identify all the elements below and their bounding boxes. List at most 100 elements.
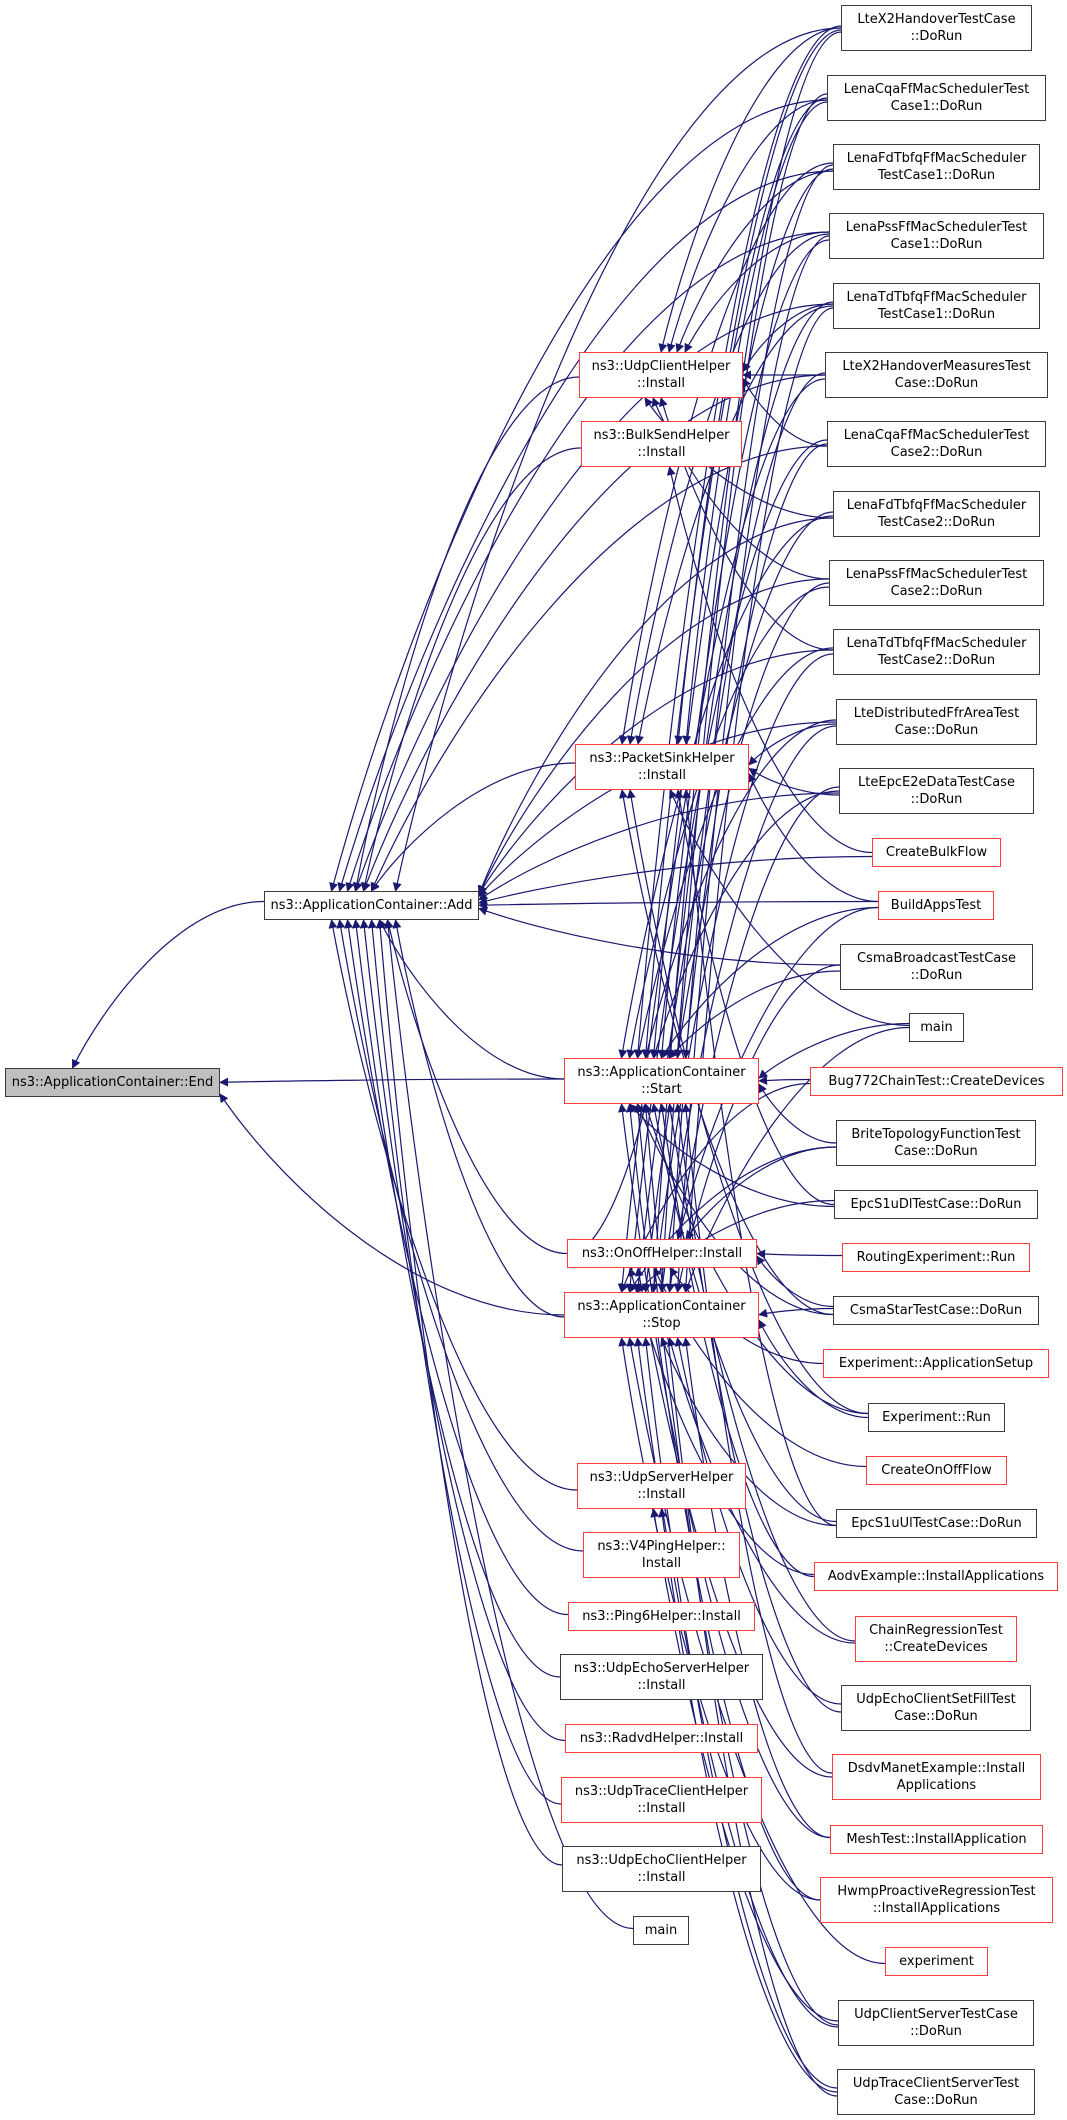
node-lenapss2[interactable]: LenaPssFfMacSchedulerTest Case2::DoRun [829,560,1044,606]
edge-ltedistffr-to-start [643,719,837,1059]
node-routingexp[interactable]: RoutingExperiment::Run [842,1243,1030,1272]
node-label: ns3::ApplicationContainer ::Stop [577,1299,746,1331]
node-udpechoclient[interactable]: ns3::UdpEchoClientHelper ::Install [562,1846,761,1892]
edge-main_right-to-start [758,1022,910,1079]
node-stop[interactable]: ns3::ApplicationContainer ::Stop [564,1292,759,1338]
edge-lenatd2-to-stop [650,653,834,1293]
node-exprun[interactable]: Experiment::Run [868,1403,1005,1432]
edge-bug772-to-start [758,1075,811,1085]
node-chainreg[interactable]: ChainRegressionTest ::CreateDevices [855,1616,1017,1662]
node-udpclientserver[interactable]: UdpClientServerTestCase ::DoRun [838,2000,1034,2046]
edge-start-to-end [219,1077,565,1087]
node-ltex2[interactable]: LteX2HandoverTestCase ::DoRun [841,5,1032,51]
edge-routingexp-to-onoff [756,1249,843,1259]
edge-csmabroadcast-to-start [668,970,841,1059]
node-label: HwmpProactiveRegressionTest ::InstallApp… [837,1884,1036,1916]
node-lteepce2e[interactable]: LteEpcE2eDataTestCase ::DoRun [839,768,1034,814]
node-createbulkflow[interactable]: CreateBulkFlow [872,838,1001,867]
node-createonoff[interactable]: CreateOnOffFlow [866,1456,1007,1485]
node-label: CsmaBroadcastTestCase ::DoRun [856,951,1017,983]
node-v4ping[interactable]: ns3::V4PingHelper:: Install [583,1532,740,1578]
node-radvd[interactable]: ns3::RadvdHelper::Install [565,1724,758,1753]
edge-ltex2meas-to-stop [617,378,826,1293]
node-label: Experiment::Run [882,1410,991,1425]
edge-buildappstest-to-add [478,900,879,910]
node-bulksend[interactable]: ns3::BulkSendHelper ::Install [581,421,742,467]
node-lenacqa1[interactable]: LenaCqaFfMacSchedulerTest Case1::DoRun [827,75,1046,121]
node-epcs1uul[interactable]: EpcS1uUlTestCase::DoRun [836,1509,1037,1538]
node-ltex2meas[interactable]: LteX2HandoverMeasuresTest Case::DoRun [825,352,1048,398]
edge-onoff-to-start [566,1103,649,1257]
edge-lenapss1-to-packetsink [626,233,830,745]
edge-dsdv-to-onoff [634,1267,833,1778]
node-experiment[interactable]: experiment [885,1947,988,1976]
node-label: ns3::ApplicationContainer::End [11,1075,214,1090]
node-udptraceclientserver[interactable]: UdpTraceClientServerTest Case::DoRun [837,2069,1035,2115]
edge-start-to-add [378,919,565,1080]
edge-exprun-to-stop [758,1319,869,1419]
node-label: UdpClientServerTestCase ::DoRun [854,2007,1018,2039]
node-meshtest[interactable]: MeshTest::InstallApplication [830,1825,1043,1854]
node-label: LteX2HandoverMeasuresTest Case::DoRun [842,359,1031,391]
node-label: Bug772ChainTest::CreateDevices [828,1074,1045,1089]
node-label: LteEpcE2eDataTestCase ::DoRun [858,775,1015,807]
edge-lenapss2-to-stop [641,582,830,1293]
node-onoff[interactable]: ns3::OnOffHelper::Install [567,1239,757,1268]
node-csmabroadcast[interactable]: CsmaBroadcastTestCase ::DoRun [840,944,1033,990]
edge-packetsink-to-add [370,762,576,892]
edge-udptraceclient-to-add [367,919,562,1805]
node-ping6[interactable]: ns3::Ping6Helper::Install [568,1602,755,1631]
node-csmastar[interactable]: CsmaStarTestCase::DoRun [833,1296,1039,1325]
node-udpechosetfill[interactable]: UdpEchoClientSetFillTest Case::DoRun [841,1685,1031,1731]
node-start[interactable]: ns3::ApplicationContainer ::Start [564,1058,759,1104]
node-lenafd1[interactable]: LenaFdTbfqFfMacScheduler TestCase1::DoRu… [833,144,1040,190]
edge-brite-to-start [758,1083,837,1144]
node-lenatd2[interactable]: LenaTdTbfqFfMacScheduler TestCase2::DoRu… [833,629,1040,675]
node-label: ns3::UdpServerHelper ::Install [589,1470,734,1502]
node-label: ns3::UdpEchoServerHelper ::Install [573,1661,750,1693]
node-brite[interactable]: BriteTopologyFunctionTest Case::DoRun [836,1120,1036,1166]
node-expappsetup[interactable]: Experiment::ApplicationSetup [823,1349,1049,1378]
edge-meshtest-to-stop [682,1337,831,1839]
node-lenapss1[interactable]: LenaPssFfMacSchedulerTest Case1::DoRun [829,213,1044,259]
node-label: BuildAppsTest [890,898,982,913]
node-label: EpcS1uDlTestCase::DoRun [850,1197,1022,1212]
edge-csmastar-to-start [636,1103,834,1316]
node-bug772[interactable]: Bug772ChainTest::CreateDevices [810,1067,1063,1096]
node-udpserver[interactable]: ns3::UdpServerHelper ::Install [577,1463,746,1509]
node-label: ChainRegressionTest ::CreateDevices [869,1623,1003,1655]
node-aodv[interactable]: AodvExample::InstallApplications [814,1562,1058,1591]
node-label: ns3::PacketSinkHelper ::Install [589,751,735,783]
node-label: AodvExample::InstallApplications [827,1569,1045,1584]
node-packetsink[interactable]: ns3::PacketSinkHelper ::Install [575,744,749,790]
edge-lenafd1-to-add [337,170,834,892]
node-label: ns3::UdpClientHelper ::Install [591,359,731,391]
node-udpclient[interactable]: ns3::UdpClientHelper ::Install [579,352,743,398]
edge-lenafd2-to-add [477,517,834,895]
node-udpechoserver[interactable]: ns3::UdpEchoServerHelper ::Install [560,1654,763,1700]
node-udptraceclient[interactable]: ns3::UdpTraceClientHelper ::Install [561,1777,762,1823]
node-lenacqa2[interactable]: LenaCqaFfMacSchedulerTest Case2::DoRun [827,421,1046,467]
node-dsdv[interactable]: DsdvManetExample::Install Applications [832,1754,1041,1800]
node-buildappstest[interactable]: BuildAppsTest [878,891,994,920]
node-hwmp[interactable]: HwmpProactiveRegressionTest ::InstallApp… [820,1877,1053,1923]
node-label: CreateBulkFlow [885,845,988,860]
edge-lteepce2e-to-start [651,790,840,1059]
edge-ltex2-to-add [392,27,842,892]
node-label: EpcS1uUlTestCase::DoRun [851,1516,1022,1531]
edge-udpclientserver-to-udpserver [650,1508,839,2022]
node-label: MeshTest::InstallApplication [846,1832,1027,1847]
node-label: ns3::UdpTraceClientHelper ::Install [574,1784,749,1816]
node-ltedistffr[interactable]: LteDistributedFfrAreaTest Case::DoRun [836,699,1037,745]
node-lenafd2[interactable]: LenaFdTbfqFfMacScheduler TestCase2::DoRu… [833,491,1040,537]
edge-lenapss2-to-add [478,578,830,895]
edge-ping6-to-add [344,919,569,1616]
node-main-mid[interactable]: main [633,1916,689,1945]
node-label: LenaFdTbfqFfMacScheduler TestCase2::DoRu… [846,498,1027,530]
node-add[interactable]: ns3::ApplicationContainer::Add [264,891,479,920]
node-epcs1udl[interactable]: EpcS1uDlTestCase::DoRun [834,1190,1038,1219]
node-lenatd1[interactable]: LenaTdTbfqFfMacScheduler TestCase1::DoRu… [833,283,1040,329]
node-main-right[interactable]: main [909,1013,964,1042]
node-label: CreateOnOffFlow [881,1463,992,1478]
